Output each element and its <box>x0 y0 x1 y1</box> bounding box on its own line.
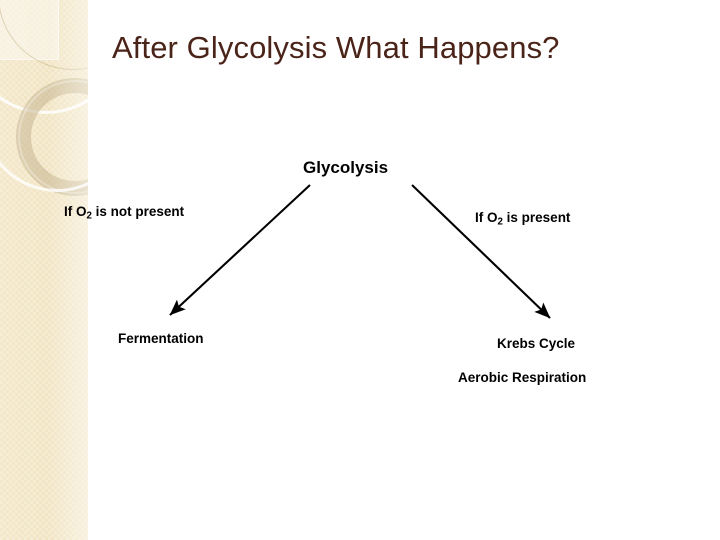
node-aerobic-respiration: Aerobic Respiration <box>458 370 587 385</box>
condition-with-oxygen-suffix: is present <box>502 210 571 225</box>
node-glycolysis: Glycolysis <box>303 158 389 177</box>
condition-no-oxygen-subscript: 2 <box>86 210 92 222</box>
condition-no-oxygen: If O2 is not present <box>64 204 184 222</box>
condition-with-oxygen-prefix: If O <box>475 210 498 225</box>
condition-with-oxygen: If O2 is present <box>475 210 570 228</box>
condition-no-oxygen-suffix: is not present <box>91 204 185 219</box>
page-title: After Glycolysis What Happens? <box>112 30 560 65</box>
arrow-glycolysis-to-krebs <box>411 184 551 319</box>
node-fermentation: Fermentation <box>118 331 204 346</box>
sidebar-fade-overlay <box>0 0 88 540</box>
condition-no-oxygen-prefix: If O <box>64 204 87 219</box>
decorative-sidebar <box>0 0 88 540</box>
condition-with-oxygen-subscript: 2 <box>497 216 503 228</box>
node-krebs-cycle: Krebs Cycle <box>497 336 576 351</box>
arrow-glycolysis-to-fermentation <box>169 184 311 316</box>
